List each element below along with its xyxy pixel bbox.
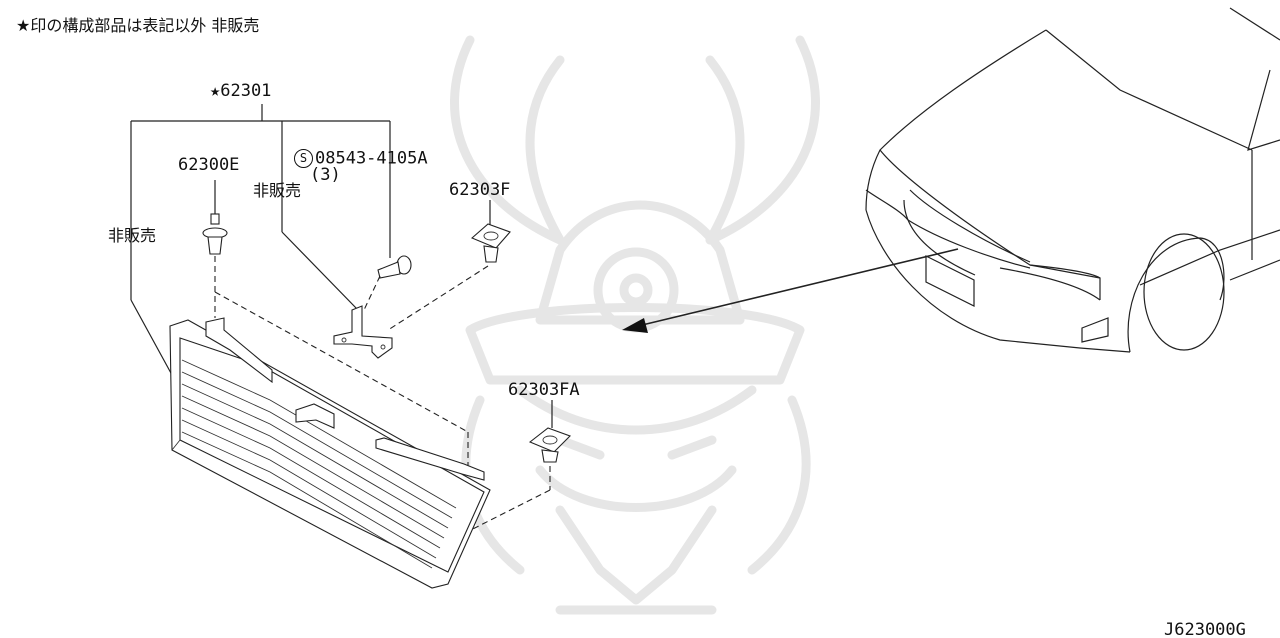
vehicle-hood-edge xyxy=(1045,29,1253,151)
vehicle-hood-crease xyxy=(879,149,1101,279)
watermark-brim xyxy=(465,303,805,385)
clip-upper-slot xyxy=(483,231,499,241)
clip-lower-leg xyxy=(541,449,559,463)
watermark-eyes xyxy=(555,435,717,460)
vehicle-fender-top xyxy=(1139,229,1280,286)
vehicle-fog-lamp xyxy=(1081,317,1109,343)
leader-to-bracket xyxy=(281,231,359,311)
bracket-hole-right xyxy=(380,344,386,350)
clip-upper-leg xyxy=(483,245,499,263)
vehicle-plate xyxy=(925,255,975,307)
arrow-head xyxy=(622,318,648,333)
label-clip-lower: 62303FA xyxy=(508,380,580,400)
vehicle-front xyxy=(865,7,1280,353)
bolt-62300e xyxy=(202,180,228,318)
grille-frame-corner xyxy=(171,439,181,451)
bracket-hole-left xyxy=(341,337,347,343)
clip-62303f xyxy=(387,200,511,331)
screw-shank xyxy=(377,261,401,279)
vehicle-side-line xyxy=(1229,259,1280,281)
label-not-sold-bracket: 非販売 xyxy=(253,181,302,200)
watermark-brow xyxy=(515,385,757,435)
dash-screw-to-bracket xyxy=(363,275,381,311)
grille-slat-4 xyxy=(181,395,445,539)
watermark-horn-left xyxy=(450,35,565,245)
leader-lines-assembly xyxy=(130,104,391,376)
screw-marker-icon: S xyxy=(294,149,313,168)
grille-slat-2 xyxy=(181,371,453,519)
clip-lower-slot xyxy=(542,435,558,445)
grille-slat-5 xyxy=(181,407,441,549)
connector-dashes xyxy=(214,291,469,468)
watermark-crest-center xyxy=(619,273,653,307)
leader-to-grille xyxy=(130,299,173,376)
label-grille-assembly: ★62301 xyxy=(210,81,272,101)
label-screw-qty: (3) xyxy=(310,165,341,185)
screw-part-number: 08543-4105A xyxy=(315,148,428,169)
clip-lower-plate xyxy=(528,427,571,453)
grille xyxy=(169,317,491,589)
watermark-chin xyxy=(555,505,717,605)
screw-08543 xyxy=(363,255,412,311)
vehicle-pillar xyxy=(1247,69,1280,151)
watermark-cheek-right xyxy=(747,395,811,575)
label-clip-upper: 62303F xyxy=(449,180,511,200)
vehicle-wheel-arch xyxy=(1127,237,1225,353)
vehicle-grille-top xyxy=(865,189,1031,269)
clip-upper-plate xyxy=(470,223,511,249)
vehicle-headlight xyxy=(1029,264,1101,300)
bolt-head xyxy=(210,213,220,225)
label-not-sold-left: 非販売 xyxy=(108,226,157,245)
grille-tab-right xyxy=(375,437,485,481)
bracket xyxy=(333,305,393,359)
arrow-shaft xyxy=(637,248,959,327)
bolt-body xyxy=(207,236,223,255)
vehicle-hood-inner-line xyxy=(909,189,1031,263)
grille-slat-7 xyxy=(181,431,433,569)
dash-bolt-to-grille-right xyxy=(214,291,469,433)
bracket-body xyxy=(333,305,393,359)
watermark-horn-right xyxy=(705,35,820,245)
grille-tab-left xyxy=(205,317,273,384)
grille-slat-3 xyxy=(181,383,449,529)
vehicle-hood-top xyxy=(865,29,1047,211)
grille-slat-1 xyxy=(181,359,457,509)
grille-tab-center xyxy=(295,403,335,429)
vehicle-headlight-lower xyxy=(999,267,1101,301)
label-bolt-part: 62300E xyxy=(178,155,240,175)
vehicle-roof xyxy=(1229,7,1280,41)
watermark-mouth xyxy=(535,465,737,512)
watermark-helmet xyxy=(535,200,745,325)
vehicle-bumper xyxy=(865,209,1131,353)
vehicle-wheel xyxy=(1143,233,1225,351)
diagram-code: J623000G xyxy=(1164,620,1246,638)
grille-slat-6 xyxy=(181,419,437,559)
clip-62303fa xyxy=(454,400,571,539)
dash-clip-lower-to-grille xyxy=(454,489,551,539)
vehicle-grille-outline xyxy=(903,199,976,276)
location-arrow xyxy=(622,248,959,333)
grille-frame-inner xyxy=(179,337,485,573)
watermark-logo xyxy=(450,35,820,615)
dash-clip-to-bracket xyxy=(387,265,489,331)
header-note: ★印の構成部品は表記以外 非販売 xyxy=(16,16,260,35)
